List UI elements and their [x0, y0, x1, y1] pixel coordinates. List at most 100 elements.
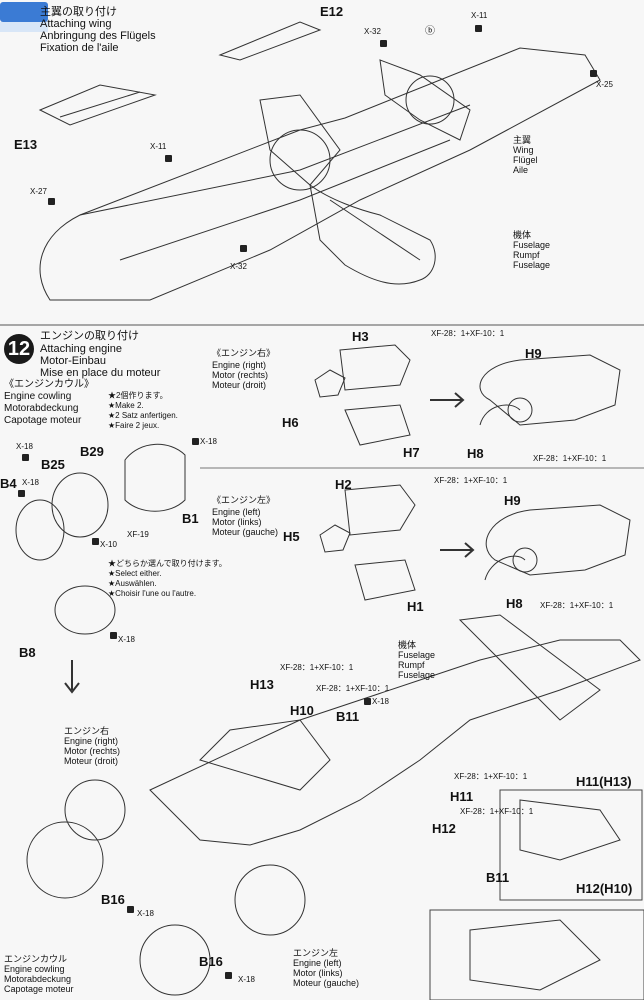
part-e12: E12	[320, 4, 344, 19]
screw-x18-g: X-18	[238, 975, 255, 984]
part-b16-left: B16	[199, 954, 223, 969]
engine-left-label-fr: Moteur (gauche)	[293, 978, 360, 988]
cowling-heading-fr: Capotage moteur	[4, 415, 82, 426]
step12-title-de: Motor-Einbau	[40, 355, 107, 367]
fuselage-label-de: Rumpf	[513, 250, 540, 260]
screw-x18-d: X-18	[118, 635, 135, 644]
paint-callout-2: XF-28：1+XF-10：1	[533, 454, 607, 463]
wing-outline	[39, 47, 601, 301]
cowling-label-en: Engine cowling	[4, 964, 65, 974]
part-b-marker: ⓑ	[425, 26, 435, 37]
part-h13: H13	[250, 677, 274, 692]
screw-x11-left: X-11	[150, 142, 167, 151]
screw-x18-c: X-18	[22, 478, 39, 487]
screw-x11-top: X-11	[471, 11, 488, 20]
engine-right-heading-en: Engine (right)	[212, 360, 267, 370]
part-h9-left: H9	[504, 493, 521, 508]
step12-title-en: Attaching engine	[40, 343, 122, 355]
make2-de: ★2 Satz anfertigen.	[108, 411, 178, 420]
engine-right-label-en: Engine (right)	[64, 736, 119, 746]
cowling-label-de: Motorabdeckung	[4, 974, 72, 984]
part-e13: E13	[14, 137, 38, 152]
make2-en: ★Make 2.	[108, 401, 144, 410]
fuselage-label-fr: Fuselage	[513, 260, 551, 270]
paint-callout-4: XF-28：1+XF-10：1	[540, 601, 614, 610]
part-h9-right: H9	[525, 346, 542, 361]
part-h6: H6	[282, 415, 299, 430]
part-b11-top: B11	[336, 709, 360, 724]
engine-left-label-en: Engine (left)	[293, 958, 342, 968]
cowling-heading-de: Motorabdeckung	[4, 403, 79, 414]
engine-right-heading-jp: 《エンジン右》	[212, 348, 276, 358]
part-h3: H3	[352, 329, 369, 344]
step11-title-fr: Fixation de l'aile	[40, 42, 119, 54]
step12-title-jp: エンジンの取り付け	[40, 330, 139, 342]
fuselage-outline	[309, 183, 436, 285]
wing-label-jp: 主翼	[513, 135, 532, 145]
site-watermark-logo	[0, 0, 50, 34]
engine-left-heading-fr: Moteur (gauche)	[212, 527, 279, 537]
select-en: ★Select either.	[108, 569, 162, 578]
step11-title-jp: 主翼の取り付け	[40, 6, 117, 18]
fuselage2-de: Rumpf	[398, 660, 425, 670]
wing-label-en: Wing	[513, 145, 534, 155]
step11-title-de: Anbringung des Flügels	[40, 30, 156, 42]
part-h10: H10	[290, 703, 314, 718]
part-b25: B25	[41, 457, 65, 472]
part-h7: H7	[403, 445, 420, 460]
wing-label-fr: Aile	[513, 165, 529, 175]
fuselage2-fr: Fuselage	[398, 670, 436, 680]
part-h12-h10: H12(H10)	[576, 881, 633, 896]
screw-x10: X-10	[100, 540, 117, 549]
screw-x18-f: X-18	[137, 909, 154, 918]
make2-jp: ★2個作ります。	[108, 391, 168, 400]
part-h8-right: H8	[467, 446, 484, 461]
paint-callout-5: XF-28：1+XF-10：1	[280, 663, 354, 672]
wing-label-de: Flügel	[513, 155, 538, 165]
step12-title-fr: Mise en place du moteur	[40, 367, 161, 379]
engine-right-label-fr: Moteur (droit)	[64, 756, 119, 766]
cowling-heading-en: Engine cowling	[4, 391, 72, 402]
engine-left-heading-en: Engine (left)	[212, 507, 261, 517]
part-b16-right: B16	[101, 892, 125, 907]
fuselage-label-en: Fuselage	[513, 240, 551, 250]
screw-x25: X-25	[596, 80, 613, 89]
engine-left-label-de: Motor (links)	[293, 968, 343, 978]
engine-right-heading-fr: Moteur (droit)	[212, 380, 267, 390]
cowling-label-fr: Capotage moteur	[4, 984, 74, 994]
engine-left-label-jp: エンジン左	[293, 948, 339, 958]
part-b8: B8	[19, 645, 36, 660]
part-h8-left: H8	[506, 596, 523, 611]
engine-left-heading-jp: 《エンジン左》	[212, 495, 276, 505]
paint-callout-3: XF-28：1+XF-10：1	[434, 476, 508, 485]
make2-fr: ★Faire 2 jeux.	[108, 421, 160, 430]
cowling-heading-jp: 《エンジンカウル》	[4, 379, 94, 390]
step11-title-en: Attaching wing	[40, 18, 112, 30]
paint-callout-6: XF-28：1+XF-10：1	[316, 684, 390, 693]
part-b4: B4	[0, 476, 17, 491]
screw-x18-a: X-18	[16, 442, 33, 451]
screw-x18-b: X-18	[200, 437, 217, 446]
engine-left-heading-de: Motor (links)	[212, 517, 262, 527]
part-h11-h13: H11(H13)	[576, 774, 632, 789]
fuselage2-jp: 機体	[398, 640, 417, 650]
paint-callout-8: XF-28：1+XF-10：1	[460, 807, 534, 816]
part-h2: H2	[335, 477, 352, 492]
part-b11-bottom: B11	[486, 870, 510, 885]
part-b1: B1	[182, 511, 199, 526]
step-number-badge: 12	[4, 334, 34, 364]
screw-x32-top: X-32	[364, 27, 381, 36]
screw-x18-e: X-18	[372, 697, 389, 706]
cowling-label-jp: エンジンカウル	[4, 954, 68, 964]
paint-callout-7: XF-28：1+XF-10：1	[454, 772, 528, 781]
part-b29: B29	[80, 444, 104, 459]
paint-callout-1: XF-28：1+XF-10：1	[431, 329, 505, 338]
part-h11: H11	[450, 789, 474, 804]
part-h12: H12	[432, 821, 456, 836]
screw-x32-bottom: X-32	[230, 262, 247, 271]
part-h5: H5	[283, 529, 300, 544]
part-h1: H1	[407, 599, 424, 614]
screw-x27: X-27	[30, 187, 47, 196]
